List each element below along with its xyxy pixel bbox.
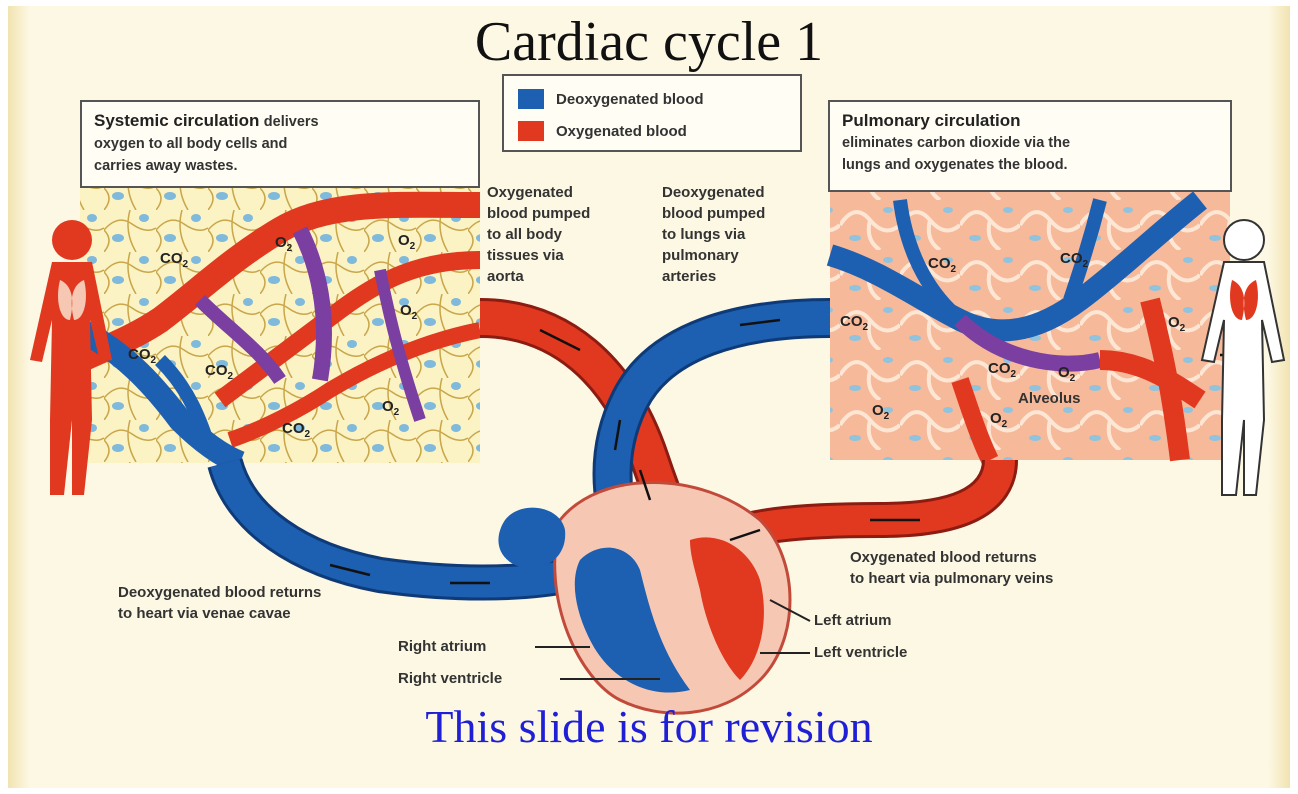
o2-label: O2 bbox=[872, 402, 889, 422]
co2-label: CO2 bbox=[988, 360, 1016, 380]
co2-label: CO2 bbox=[928, 255, 956, 275]
o2-label: O2 bbox=[1058, 364, 1075, 384]
o2-label: O2 bbox=[275, 234, 292, 254]
co2-label: CO2 bbox=[840, 313, 868, 333]
co2-label: CO2 bbox=[205, 362, 233, 382]
o2-label: O2 bbox=[990, 410, 1007, 430]
co2-label: CO2 bbox=[160, 250, 188, 270]
o2-label: O2 bbox=[1168, 314, 1185, 334]
co2-label: CO2 bbox=[1060, 250, 1088, 270]
o2-label: O2 bbox=[382, 398, 399, 418]
left-atrium-leader bbox=[770, 600, 810, 621]
co2-label: CO2 bbox=[282, 420, 310, 440]
revision-note: This slide is for revision bbox=[0, 700, 1298, 753]
o2-label: O2 bbox=[400, 302, 417, 322]
co2-label: CO2 bbox=[128, 346, 156, 366]
o2-label: O2 bbox=[398, 232, 415, 252]
